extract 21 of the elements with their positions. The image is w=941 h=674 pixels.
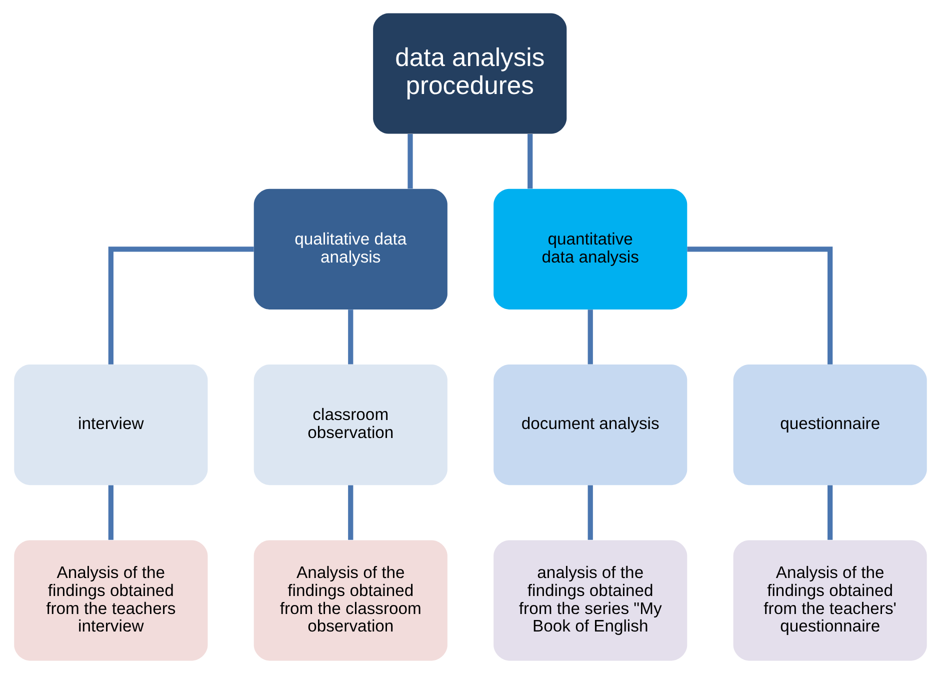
connector <box>108 246 254 364</box>
node-box: interview <box>14 364 208 486</box>
connector <box>108 485 114 540</box>
node-box: qualitative data analysis <box>254 188 448 310</box>
connector <box>348 485 354 540</box>
node-box: Analysis of the findings obtained from the teachers interview <box>14 540 208 661</box>
connector <box>348 310 354 364</box>
connector <box>528 134 533 189</box>
node-box: classroom observation <box>254 364 448 486</box>
node-box: questionnaire <box>733 364 927 486</box>
connector <box>588 310 593 364</box>
node-box: document analysis <box>494 364 688 486</box>
node-box: Analysis of the findings obtained from the classroom observation <box>254 540 448 661</box>
node-box: analysis of the findings obtained from the series "My Book of English <box>494 540 688 661</box>
connector <box>588 485 593 540</box>
connector <box>687 246 833 364</box>
node-box: quantitative data analysis <box>494 188 688 310</box>
connector <box>408 134 413 189</box>
connector <box>828 485 833 540</box>
node-box: data analysis procedures <box>373 13 567 134</box>
node-box: Analysis of the findings obtained from the teachers' questionnaire <box>733 540 927 661</box>
